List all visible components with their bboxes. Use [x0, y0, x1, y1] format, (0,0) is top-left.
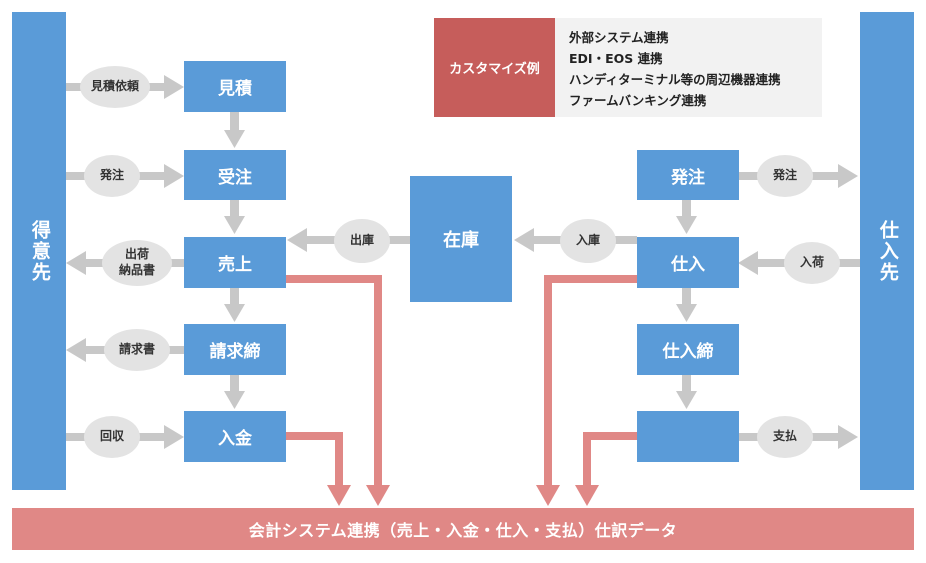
collection-label: 回収 — [99, 429, 124, 444]
estimate-request-oval: 見積依頼 — [80, 66, 150, 108]
outbound-oval: 出庫 — [334, 219, 390, 263]
sales-box: 売上 — [184, 237, 286, 288]
shipping-oval: 出荷 納品書 — [102, 240, 172, 286]
pay-out-label: 支払 — [772, 429, 797, 444]
collection-oval: 回収 — [84, 416, 140, 458]
shipping-label-2: 納品書 — [118, 263, 155, 277]
payment-received-box: 入金 — [184, 411, 286, 462]
customization-item: EDI・EOS 連携 — [569, 51, 663, 66]
suppliers-label: 仕入先 — [876, 219, 899, 283]
receiving-oval: 入荷 — [784, 242, 840, 284]
billing-close-box: 請求締 — [184, 324, 286, 375]
purchase-close-box: 仕入締 — [637, 324, 739, 375]
customization-item: ハンディターミナル等の周辺機器連携 — [569, 72, 781, 87]
customization-item: 外部システム連携 — [569, 30, 669, 45]
order-received-box: 受注 — [184, 150, 286, 200]
supplier-order-label: 発注 — [772, 168, 797, 183]
customization-label: カスタマイズ例 — [434, 18, 555, 117]
accounting-label: 会計システム連携（売上・入金・仕入・支払）仕訳データ — [248, 521, 678, 540]
accounting-bar: 会計システム連携（売上・入金・仕入・支払）仕訳データ — [12, 508, 914, 550]
customization-item: ファームバンキング連携 — [569, 93, 707, 108]
purchase-box: 仕入 — [637, 237, 739, 288]
payment-box — [637, 411, 739, 462]
customization-list: 外部システム連携 EDI・EOS 連携 ハンディターミナル等の周辺機器連携 ファ… — [555, 18, 822, 117]
suppliers-bar: 仕入先 — [860, 12, 914, 490]
order-oval: 発注 — [84, 155, 140, 197]
shipping-label-1: 出荷 — [124, 247, 149, 262]
inbound-oval: 入庫 — [560, 219, 616, 263]
customers-label: 得意先 — [28, 219, 51, 283]
estimate-request-label: 見積依頼 — [90, 79, 139, 94]
inventory-box: 在庫 — [410, 176, 512, 302]
receiving-label: 入荷 — [799, 255, 824, 270]
invoice-label: 請求書 — [118, 342, 155, 357]
order-label: 発注 — [99, 168, 124, 183]
pink-arrows — [286, 275, 637, 506]
customers-bar: 得意先 — [12, 12, 66, 490]
inbound-label: 入庫 — [575, 233, 600, 248]
order-placed-box: 発注 — [637, 150, 739, 200]
pay-out-oval: 支払 — [757, 416, 813, 458]
invoice-oval: 請求書 — [104, 329, 170, 371]
supplier-order-oval: 発注 — [757, 155, 813, 197]
estimate-box: 見積 — [184, 61, 286, 112]
outbound-label: 出庫 — [349, 233, 374, 248]
